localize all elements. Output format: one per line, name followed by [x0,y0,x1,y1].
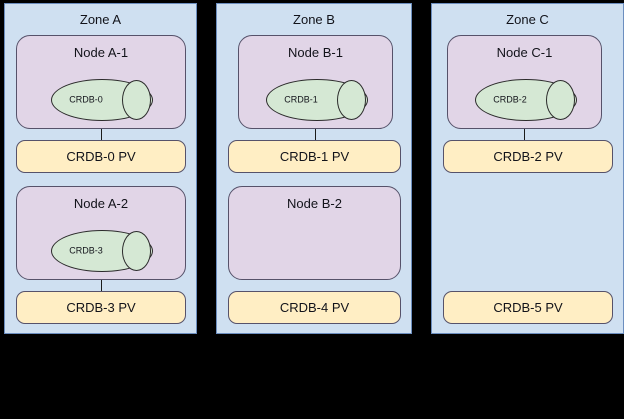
crdb-4-pv-label: CRDB-4 PV [279,300,350,315]
cylinder-cap [337,80,366,120]
node-b-2-title: Node B-2 [287,196,342,211]
crdb-2-pv-label: CRDB-2 PV [493,149,563,164]
crdb-3-pv-label: CRDB-3 PV [66,300,136,315]
crdb-3-pv[interactable]: CRDB-3 PV [16,291,186,324]
crdb-1-cylinder[interactable]: CRDB-1 [266,79,368,121]
connector-crdb-0 [101,129,102,141]
zone-a[interactable]: Zone A Node A-1 CRDB-0 CRDB-0 PV Node A-… [4,3,197,334]
crdb-2-pv[interactable]: CRDB-2 PV [443,140,613,173]
crdb-4-pv[interactable]: CRDB-4 PV [228,291,401,324]
cylinder-cap [122,80,151,120]
zone-c[interactable]: Zone C Node C-1 CRDB-2 CRDB-2 PV CRDB-5 … [431,3,624,334]
crdb-2-cylinder[interactable]: CRDB-2 [475,79,577,121]
node-a-1-title: Node A-1 [73,45,129,60]
crdb-1-pv-label: CRDB-1 PV [279,149,350,164]
node-b-1[interactable]: Node B-1 CRDB-1 [238,35,393,129]
crdb-3-cylinder[interactable]: CRDB-3 [51,230,153,272]
crdb-5-pv-label: CRDB-5 PV [493,300,563,315]
node-c-1[interactable]: Node C-1 CRDB-2 [447,35,602,129]
connector-crdb-1 [315,129,316,141]
crdb-0-label: CRDB-0 [69,94,103,105]
node-b-1-title: Node B-1 [288,45,343,60]
connector-crdb-2 [524,129,525,141]
crdb-0-pv-label: CRDB-0 PV [66,149,136,164]
zone-c-title: Zone C [506,12,549,27]
crdb-3-label: CRDB-3 [69,245,103,256]
crdb-1-label: CRDB-1 [284,94,318,105]
crdb-0-cylinder[interactable]: CRDB-0 [51,79,153,121]
crdb-5-pv[interactable]: CRDB-5 PV [443,291,613,324]
cylinder-cap [546,80,575,120]
crdb-2-label: CRDB-2 [493,94,527,105]
zone-b-title: Zone B [293,12,335,27]
cylinder-cap [122,231,151,271]
node-a-2-title: Node A-2 [73,196,129,211]
zone-a-title: Zone A [79,12,122,27]
node-b-2[interactable]: Node B-2 [228,186,401,280]
crdb-1-pv[interactable]: CRDB-1 PV [228,140,401,173]
node-a-2[interactable]: Node A-2 CRDB-3 [16,186,186,280]
connector-crdb-3 [101,280,102,292]
node-c-1-title: Node C-1 [496,45,553,60]
crdb-0-pv[interactable]: CRDB-0 PV [16,140,186,173]
node-a-1[interactable]: Node A-1 CRDB-0 [16,35,186,129]
zone-b[interactable]: Zone B Node B-1 CRDB-1 CRDB-1 PV Node B-… [216,3,412,334]
